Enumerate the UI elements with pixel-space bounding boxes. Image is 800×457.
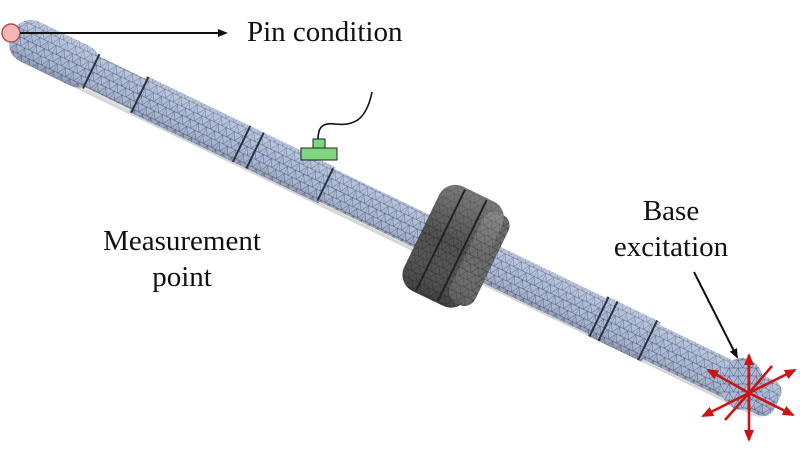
multi-directional-excitation-arrows-icon — [701, 353, 797, 442]
shaft-end-face — [720, 358, 764, 410]
base-excitation-arrow — [693, 271, 738, 359]
pin-condition-label: Pin condition — [247, 16, 403, 48]
bearing-hub — [402, 184, 510, 308]
measurement-point-label: Measurement point — [72, 223, 292, 295]
base-label-line1: Base — [642, 195, 700, 227]
measurement-label-line1: Measurement — [103, 225, 261, 257]
base-label-line2: excitation — [613, 231, 729, 263]
pin-support-marker-icon — [1, 23, 21, 43]
measurement-label-line2: point — [152, 261, 212, 293]
base-excitation-label: Base excitation — [596, 193, 746, 265]
accelerometer-sensor-icon — [300, 91, 373, 161]
